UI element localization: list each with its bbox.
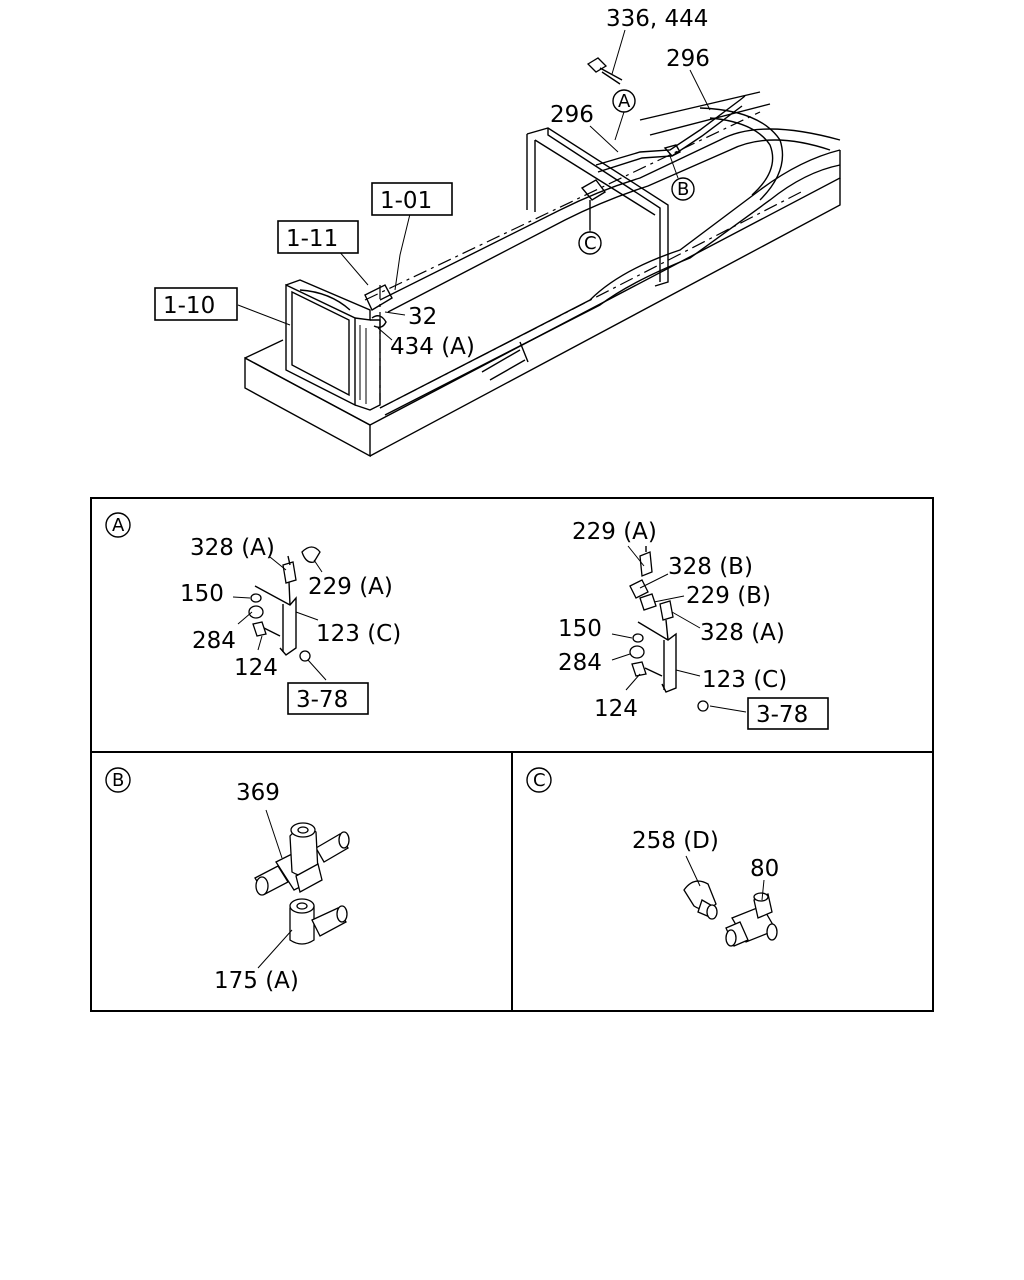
bolt-336-444 xyxy=(586,57,623,85)
c-label-258d: 258 (D) xyxy=(632,828,719,854)
svg-text:1-11: 1-11 xyxy=(286,226,338,252)
a-right-label-284: 284 xyxy=(558,650,602,676)
marker-a-detail: A xyxy=(105,512,131,538)
label-336-444: 336, 444 xyxy=(606,6,708,32)
marker-c-main: C xyxy=(578,231,602,255)
a-left-label-124: 124 xyxy=(234,655,278,681)
detail-a: A xyxy=(105,512,829,730)
detail-a-right-assembly xyxy=(611,545,747,713)
c-leader-80 xyxy=(761,879,765,901)
main-leader-lines xyxy=(237,29,711,341)
marker-b-main: B xyxy=(671,177,695,201)
detail-a-left-assembly xyxy=(232,546,327,681)
tee-fitting-80 xyxy=(725,892,778,947)
a-left-label-328a: 328 (A) xyxy=(190,535,275,561)
c-label-80: 80 xyxy=(750,856,779,882)
a-left-label-150: 150 xyxy=(180,581,224,607)
detail-c: C 258 (D) 80 xyxy=(526,767,779,947)
a-left-label-284: 284 xyxy=(192,628,236,654)
a-right-label-123c: 123 (C) xyxy=(702,667,787,693)
a-right-ref-3-78: 3-78 xyxy=(747,697,829,730)
a-right-label-328b: 328 (B) xyxy=(668,554,753,580)
tee-fitting-369 xyxy=(254,822,350,896)
label-434a: 434 (A) xyxy=(390,334,475,360)
detail-frames xyxy=(90,497,934,1012)
svg-text:C: C xyxy=(533,770,546,791)
svg-text:3-78: 3-78 xyxy=(296,687,348,713)
svg-text:B: B xyxy=(112,770,124,791)
svg-text:1-10: 1-10 xyxy=(163,293,215,319)
a-right-label-124: 124 xyxy=(594,696,638,722)
ref-box-1-01: 1-01 xyxy=(371,182,453,216)
ref-box-1-10: 1-10 xyxy=(154,287,238,321)
chassis-frame xyxy=(244,91,841,458)
svg-text:B: B xyxy=(677,179,689,200)
svg-text:3-78: 3-78 xyxy=(756,702,808,728)
a-left-label-123c: 123 (C) xyxy=(316,621,401,647)
elbow-fitting-258d xyxy=(683,880,718,920)
b-leader-175a xyxy=(257,929,293,969)
c-leader-258d xyxy=(685,855,701,887)
svg-text:A: A xyxy=(112,515,125,536)
a-right-label-229a: 229 (A) xyxy=(572,519,657,545)
b-leader-369 xyxy=(265,809,283,859)
main-assembly-view: 336, 444 296 296 1-01 1-11 1-10 32 434 (… xyxy=(154,6,841,458)
radiator-bracket xyxy=(364,284,393,400)
a-right-label-328a: 328 (A) xyxy=(700,620,785,646)
svg-text:1-01: 1-01 xyxy=(380,188,432,214)
label-296-top: 296 xyxy=(666,46,710,72)
b-label-369: 369 xyxy=(236,780,280,806)
marker-b-detail: B xyxy=(105,767,131,793)
elbow-fitting-175a xyxy=(289,898,348,945)
radiator xyxy=(285,279,381,411)
a-left-label-229a: 229 (A) xyxy=(308,574,393,600)
marker-a-main: A xyxy=(612,89,636,113)
cross-member xyxy=(526,127,669,287)
a-right-label-150: 150 xyxy=(558,616,602,642)
a-right-label-229b: 229 (B) xyxy=(686,583,771,609)
ref-box-1-11: 1-11 xyxy=(277,220,359,254)
a-left-ref-3-78: 3-78 xyxy=(287,682,369,715)
marker-c-detail: C xyxy=(526,767,552,793)
detail-b: B 369 175 (A) xyxy=(105,767,350,994)
b-label-175a: 175 (A) xyxy=(214,968,299,994)
label-296-mid: 296 xyxy=(550,102,594,128)
label-32: 32 xyxy=(408,304,437,330)
svg-text:A: A xyxy=(618,91,631,112)
svg-text:C: C xyxy=(584,233,597,254)
